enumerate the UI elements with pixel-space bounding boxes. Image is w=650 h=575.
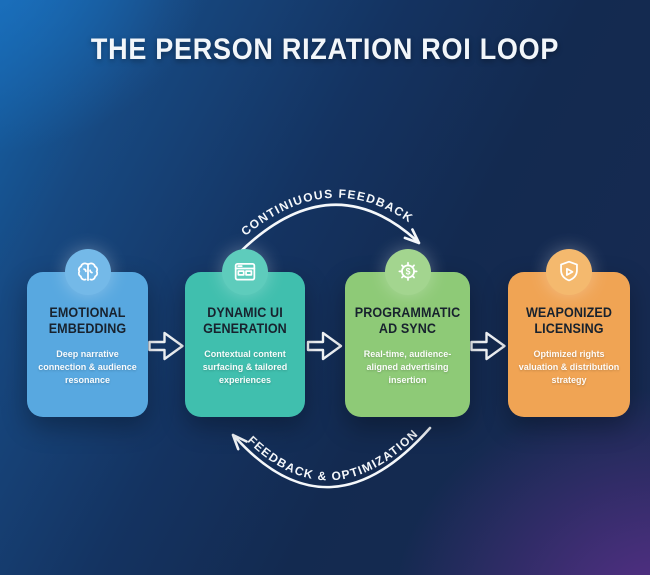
- step-card-emotional-embedding: EMOTIONAL EMBEDDING Deep narrative conne…: [27, 249, 148, 417]
- step-subtitle: Contextual content surfacing & tailored …: [202, 349, 288, 386]
- step-card-programmatic-ad-sync: $ PROGRAMMATIC AD SYNC Real-time, audien…: [345, 249, 470, 417]
- step-title: DYNAMIC UI GENERATION: [203, 305, 287, 337]
- step-card-weaponized-licensing: WEAPONIZED LICENSING Optimized rights va…: [508, 249, 630, 417]
- step-title: EMOTIONAL EMBEDDING: [48, 305, 127, 337]
- step-subtitle: Real-time, audience-aligned advertising …: [363, 349, 452, 386]
- step-title: PROGRAMMATIC AD SYNC: [354, 305, 461, 337]
- loop-label-bottom: FEEDBACK & OPTIMIZATION: [245, 426, 421, 483]
- step-arrow-3-icon: [470, 331, 506, 361]
- step-subtitle: Deep narrative connection & audience res…: [38, 349, 137, 386]
- step-arrow-2-icon: [306, 331, 343, 361]
- dollar-gear-icon: $: [384, 249, 431, 295]
- loop-arrow-bottom-head-icon: [231, 433, 248, 451]
- loop-arrow-bottom: [234, 426, 432, 489]
- page-title: THE PERSON RIZATION ROI LOOP: [90, 33, 560, 66]
- step-arrow-1-icon: [148, 331, 184, 361]
- shield-play-icon: [546, 249, 592, 295]
- loop-arrow-top-head-icon: [403, 228, 421, 245]
- loop-label-top: CONTINIUOUS FEEDBACK: [238, 187, 416, 239]
- step-subtitle: Optimized rights valuation & distributio…: [518, 349, 620, 386]
- svg-text:$: $: [405, 267, 410, 277]
- step-title: WEAPONIZED LICENSING: [525, 305, 613, 337]
- brain-icon: [64, 249, 111, 295]
- step-card-dynamic-ui-generation: DYNAMIC UI GENERATION Contextual content…: [185, 249, 305, 417]
- browser-window-icon: [222, 249, 268, 295]
- loop-arrow-top: [236, 203, 418, 256]
